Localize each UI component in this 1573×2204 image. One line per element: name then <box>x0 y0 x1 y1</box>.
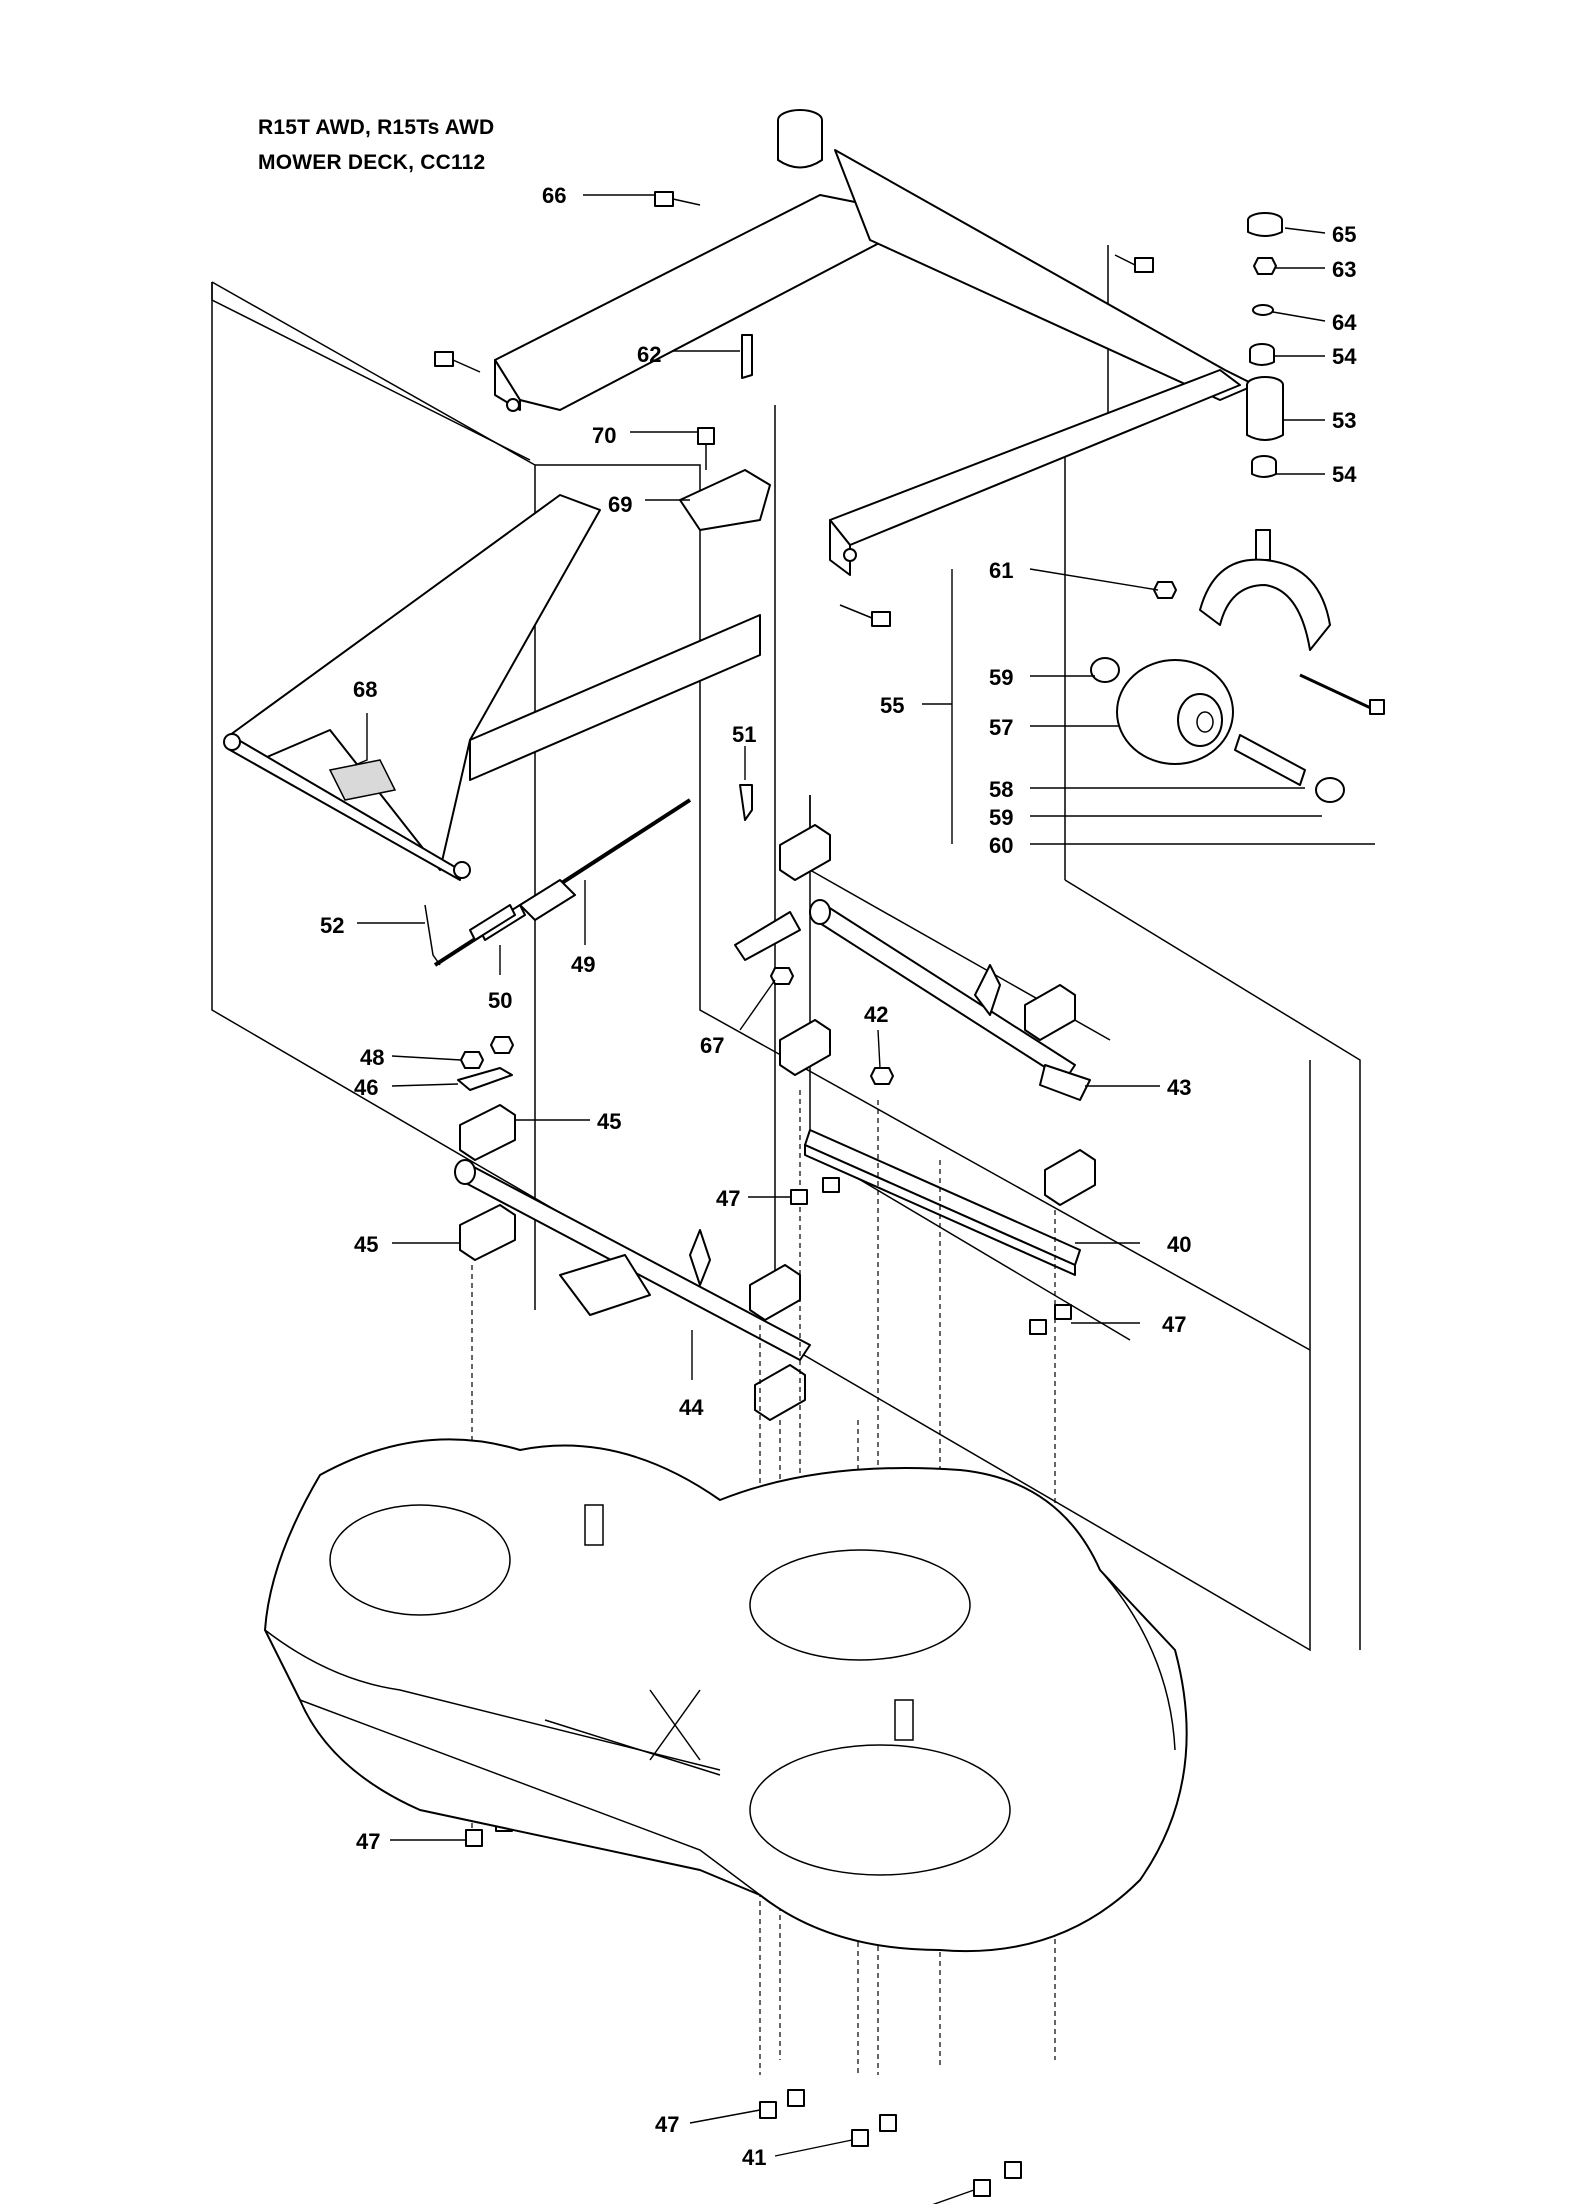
callout-47-center: 47 <box>716 1186 740 1211</box>
mower-deck-housing <box>264 1438 1188 1953</box>
callout-66: 66 <box>542 183 566 208</box>
callout-54-top: 54 <box>1332 344 1357 369</box>
callout-61: 61 <box>989 558 1013 583</box>
diagram-title-models: R15T AWD, R15Ts AWD <box>258 116 495 139</box>
nut-42 <box>870 1067 894 1085</box>
deck-lift-frame <box>494 109 1256 576</box>
nut-48 <box>460 1036 514 1069</box>
callout-65: 65 <box>1332 222 1356 247</box>
callout-43: 43 <box>1167 1075 1191 1100</box>
plate-46 <box>457 1067 513 1091</box>
diagram-title-assembly: MOWER DECK, CC112 <box>258 151 486 174</box>
callout-68: 68 <box>353 677 377 702</box>
shaft-43 <box>734 899 1091 1101</box>
callout-54-bottom: 54 <box>1332 462 1357 487</box>
callout-70: 70 <box>592 423 616 448</box>
callout-47-right: 47 <box>1162 1312 1186 1337</box>
callout-53: 53 <box>1332 408 1356 433</box>
callout-55: 55 <box>880 693 904 718</box>
callout-58: 58 <box>989 777 1013 802</box>
washer-64 <box>1252 304 1274 316</box>
callout-labels: 66 62 70 69 68 51 52 50 49 65 63 64 54 5… <box>320 183 1357 2170</box>
spacer-53 <box>1246 376 1284 441</box>
callout-49: 49 <box>571 952 595 977</box>
mount-block-center-lower <box>779 1019 831 1076</box>
callout-45-lower: 45 <box>354 1232 378 1257</box>
cap-65 <box>1247 212 1283 237</box>
mount-block-front-lower <box>754 1364 806 1421</box>
bolt-right-frame <box>1114 254 1154 273</box>
callout-41-center: 41 <box>742 2145 766 2170</box>
shaft-44 <box>454 1159 811 1361</box>
callout-leaders <box>354 194 1375 2204</box>
callout-59-lower: 59 <box>989 805 1013 830</box>
bracket-69 <box>679 469 771 531</box>
callout-48: 48 <box>360 1045 384 1070</box>
bolt-left-frame <box>434 351 481 373</box>
bushing-54-top <box>1249 343 1275 366</box>
callout-62: 62 <box>637 342 661 367</box>
callout-50: 50 <box>488 988 512 1013</box>
clip-51 <box>739 784 753 821</box>
callout-52: 52 <box>320 913 344 938</box>
bolt-front-frame <box>839 604 891 627</box>
callout-40: 40 <box>1167 1232 1191 1257</box>
spring-50 <box>469 904 516 941</box>
mount-block-right-lower <box>1044 1149 1096 1206</box>
mount-block-front-upper <box>749 1264 801 1321</box>
assembly-frame-lines <box>211 245 1361 1652</box>
bolt-47-center <box>790 1177 840 1205</box>
callout-69: 69 <box>608 492 632 517</box>
bolt-47-right <box>1029 1304 1072 1335</box>
pin-52 <box>424 904 441 966</box>
bolt-66 <box>654 191 701 207</box>
plate-40 <box>804 1129 1081 1276</box>
callout-67: 67 <box>700 1033 724 1058</box>
callout-45-upper: 45 <box>597 1109 621 1134</box>
callout-46: 46 <box>354 1075 378 1100</box>
wheel-fork-55 <box>1199 529 1331 651</box>
lift-rod-49 <box>433 798 692 967</box>
callout-59-upper: 59 <box>989 665 1013 690</box>
bolt-47-deck-center <box>759 2089 805 2119</box>
callout-64: 64 <box>1332 310 1357 335</box>
wheel-57 <box>1116 659 1234 765</box>
callout-63: 63 <box>1332 257 1356 282</box>
callout-44: 44 <box>679 1395 704 1420</box>
callout-47-deck-left: 47 <box>356 1829 380 1854</box>
axle-58 <box>1234 734 1306 786</box>
screw-70 <box>697 427 715 470</box>
callout-57: 57 <box>989 715 1013 740</box>
callout-51: 51 <box>732 722 756 747</box>
lift-arm-frame-68 <box>223 494 761 881</box>
bolt-41-bottom <box>973 2161 1022 2197</box>
nut-67 <box>770 967 794 985</box>
callout-47-deck-center: 47 <box>655 2112 679 2137</box>
mount-block-left-lower <box>459 1204 516 1261</box>
mount-block-right-upper <box>1024 984 1076 1041</box>
clip-62 <box>741 334 753 379</box>
bolt-axle <box>1299 673 1385 715</box>
mount-block-left-upper <box>459 1104 516 1161</box>
bushing-54-bottom <box>1251 455 1277 478</box>
bushing-59-right <box>1315 777 1345 803</box>
callout-60: 60 <box>989 833 1013 858</box>
mount-block-center-upper <box>779 824 831 881</box>
bushing-59-left <box>1090 657 1120 683</box>
bolt-41-center <box>851 2114 897 2147</box>
callout-42: 42 <box>864 1002 888 1027</box>
nut-63 <box>1253 257 1277 275</box>
